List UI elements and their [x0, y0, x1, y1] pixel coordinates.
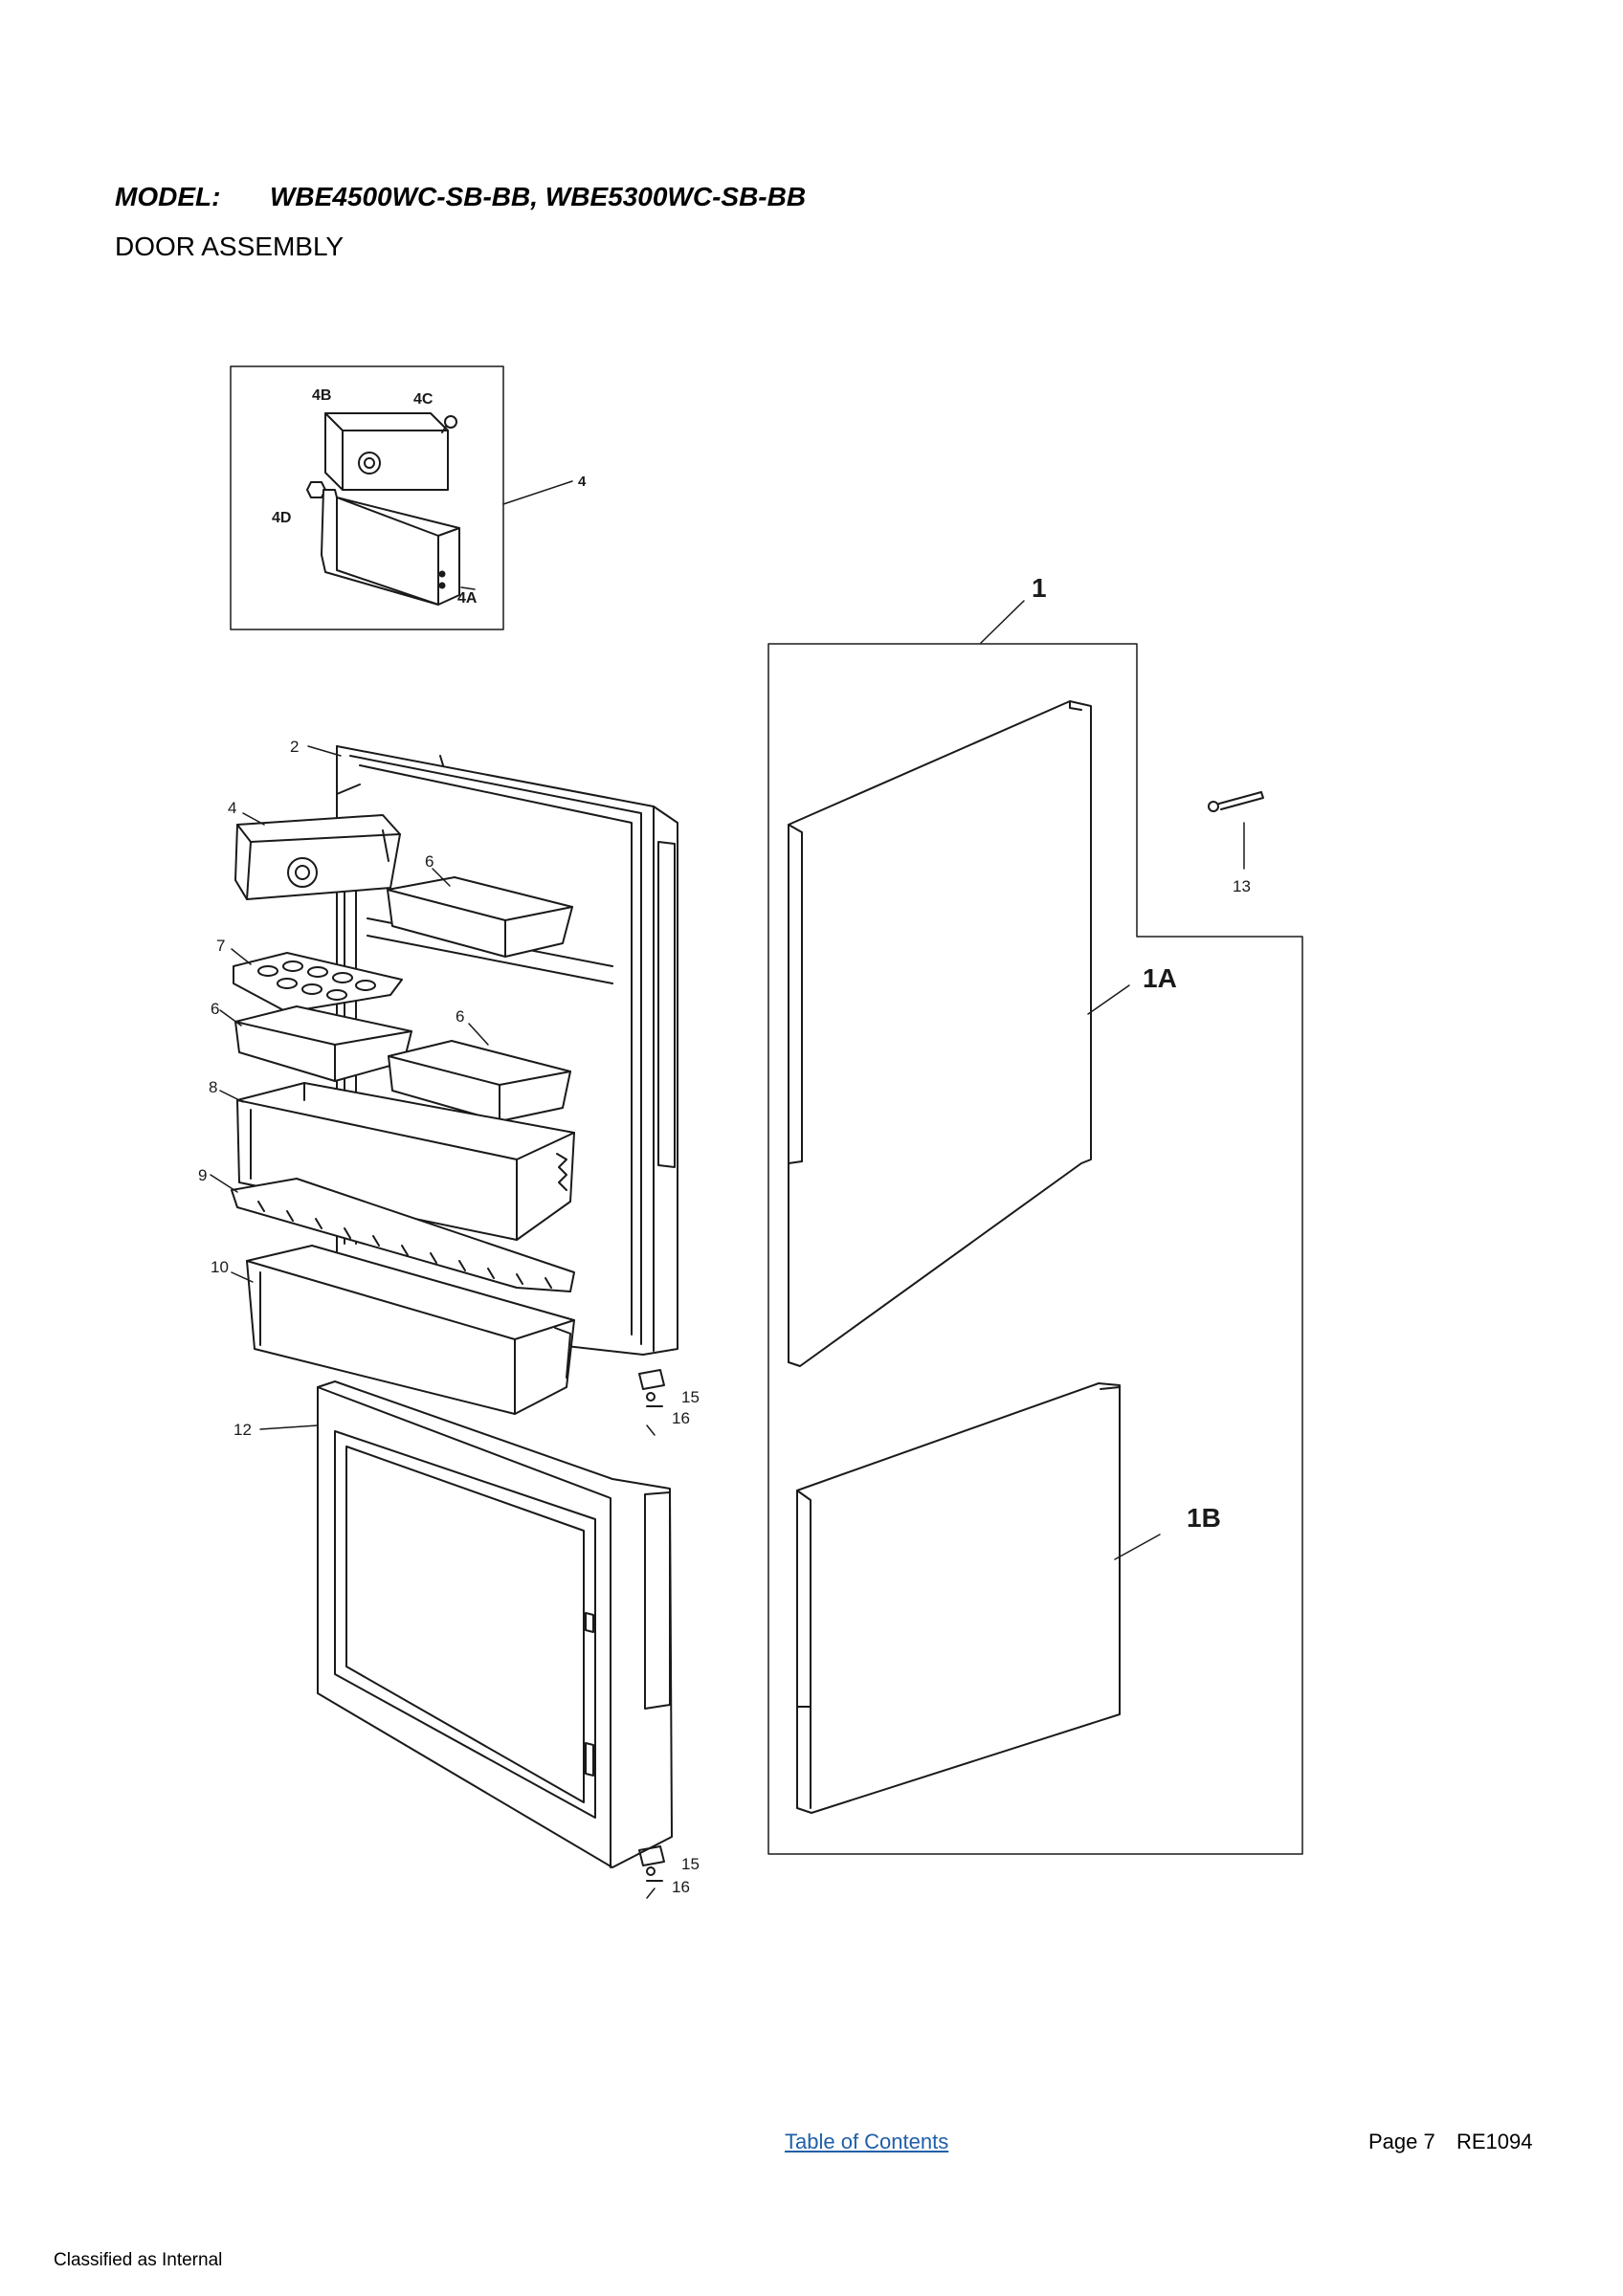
- callout-7: 7: [216, 937, 225, 955]
- callout-4a: 4A: [457, 590, 478, 607]
- callout-15-lower: 15: [681, 1855, 700, 1873]
- dairy-box-4: [234, 814, 401, 900]
- dairy-box-knob-4c: [441, 415, 457, 433]
- callout-4c: 4C: [413, 391, 434, 408]
- page-number: Page 7: [1368, 2130, 1435, 2153]
- section-title: DOOR ASSEMBLY: [115, 232, 345, 261]
- callout-6-left: 6: [211, 1000, 219, 1018]
- callout-6-right: 6: [456, 1007, 464, 1026]
- callout-4b: 4B: [312, 387, 331, 404]
- callout-1: 1: [1032, 573, 1047, 603]
- door-liner-lower: [317, 1380, 673, 1868]
- model-label: MODEL:: [115, 182, 221, 211]
- callout-16-upper: 16: [672, 1409, 690, 1427]
- callout-2: 2: [290, 738, 299, 756]
- callout-12: 12: [233, 1421, 252, 1439]
- door-shelf-6-right: [388, 1040, 571, 1122]
- freezer-door-1b: [796, 1382, 1121, 1814]
- screw-13: [1208, 791, 1264, 812]
- leader-4-inset: [502, 480, 573, 505]
- dairy-box-lid-4b: [324, 412, 449, 491]
- callout-13: 13: [1233, 877, 1251, 895]
- door-shelf-6-top: [387, 876, 573, 958]
- egg-tray-7: [233, 952, 403, 1013]
- fridge-door-1a: [788, 700, 1092, 1367]
- leader-lines: [210, 600, 1245, 1899]
- callout-6-top: 6: [425, 852, 434, 871]
- callout-8: 8: [209, 1078, 217, 1096]
- bottle-retainer-9: [231, 1178, 575, 1292]
- model-numbers: WBE4500WC-SB-BB, WBE5300WC-SB-BB: [270, 182, 807, 211]
- model-line: MODEL: WBE4500WC-SB-BB, WBE5300WC-SB-BB: [115, 182, 806, 212]
- callout-16-lower: 16: [672, 1878, 690, 1896]
- callout-4: 4: [228, 799, 236, 817]
- callout-15-upper: 15: [681, 1388, 700, 1406]
- document-id: RE1094: [1456, 2130, 1533, 2153]
- table-of-contents-link[interactable]: Table of Contents: [785, 2130, 949, 2153]
- door-bin-8: [236, 1082, 575, 1241]
- hinge-15-16-upper: [638, 1369, 665, 1407]
- dairy-box-base-4a: [321, 489, 460, 606]
- callout-1a: 1A: [1143, 963, 1177, 993]
- outer-door-frame: [767, 643, 1303, 1855]
- callout-1b: 1B: [1187, 1503, 1221, 1533]
- inset-frame: [230, 365, 504, 630]
- callout-9: 9: [198, 1166, 207, 1184]
- callout-4d: 4D: [272, 510, 291, 526]
- callout-4-inset: 4: [578, 474, 587, 490]
- dairy-box-knob-4d: [306, 481, 326, 498]
- callout-10: 10: [211, 1258, 229, 1276]
- door-bin-10: [246, 1245, 575, 1415]
- hinge-15-16-lower: [638, 1845, 665, 1882]
- classification-label: Classified as Internal: [54, 2250, 223, 2270]
